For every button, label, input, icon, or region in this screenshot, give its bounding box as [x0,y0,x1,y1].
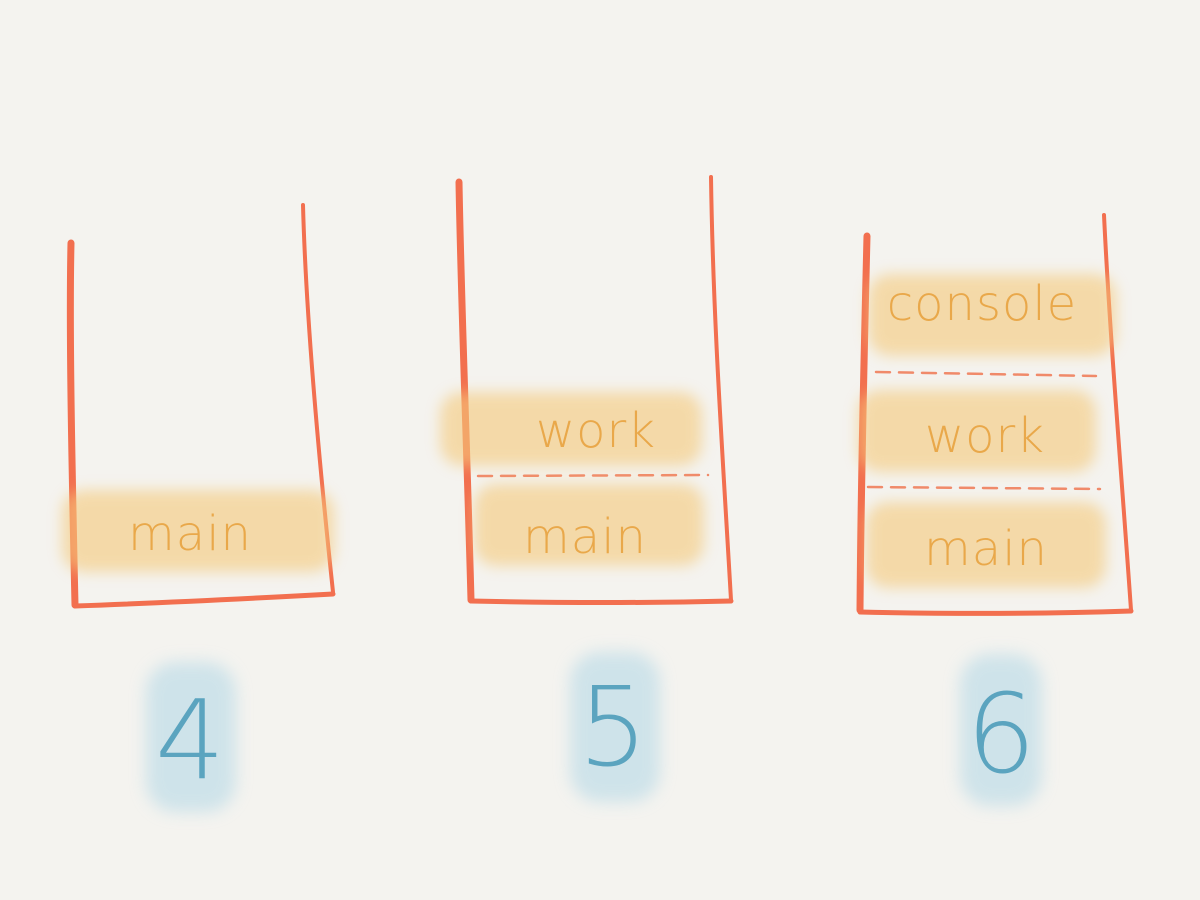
stack-6-frame-main-highlight [866,502,1106,588]
stack-6-frame-divider-lower [866,485,1102,491]
stack-5-frame-work-label: work [536,403,656,459]
stack-5-floor [468,598,734,605]
stack-4-frame-main-label: main [128,506,252,562]
stack-6-frame-main-label: main [924,521,1048,577]
stack-5-frame-divider [476,473,710,478]
stack-6: console work main [856,213,1134,616]
stack-4-frame-main-highlight [62,490,334,572]
stack-6-frame-divider-upper [874,370,1098,378]
step-number-4-highlight [146,662,236,812]
stack-4: main [62,203,336,609]
step-number-5-highlight [570,652,660,802]
stack-5: work main [440,175,734,605]
stack-5-frame-main-highlight [474,484,704,566]
step-number-4: 4 [155,676,225,804]
stack-5-right-wall [709,175,733,602]
step-number-6-group: 6 [960,654,1042,806]
stack-6-floor [857,608,1134,616]
stack-6-right-wall [1102,213,1133,612]
stack-6-frame-console-highlight [868,274,1116,356]
stack-6-frame-console-label: console [887,276,1077,332]
stack-6-frame-work-label: work [925,408,1045,464]
stack-5-frame-main-label: main [523,509,647,565]
step-number-4-group: 4 [146,662,236,812]
stack-4-floor [72,591,336,609]
stack-5-frame-work-highlight [440,392,702,466]
step-number-5: 5 [578,663,648,791]
stack-6-frame-work-highlight [858,390,1096,472]
step-number-6: 6 [966,670,1036,798]
step-number-6-highlight [960,654,1042,806]
stack-5-left-wall [455,178,475,604]
step-number-5-group: 5 [570,652,660,802]
